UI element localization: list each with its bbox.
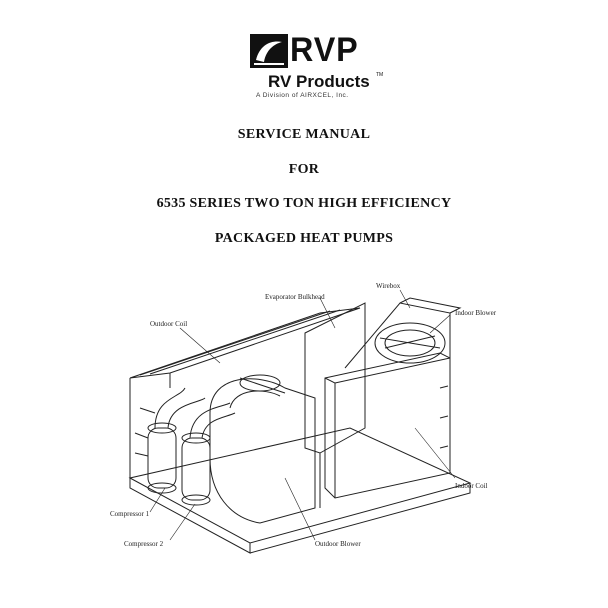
division-line: A Division of AIRXCEL, Inc.	[256, 92, 349, 99]
company-logo: RVP RV Products TM A Division of AIRXCEL…	[250, 30, 390, 108]
label-wirebox: Wirebox	[376, 282, 401, 290]
compressor-2-drawing	[181, 432, 211, 506]
indoor-section	[324, 352, 451, 499]
label-outdoor-coil: Outdoor Coil	[150, 320, 187, 328]
label-compressor-1: Compressor 1	[110, 510, 150, 518]
outdoor-blower-drawing	[209, 378, 316, 524]
title-line-2: FOR	[288, 162, 320, 177]
title-line-1: SERVICE MANUAL	[237, 127, 371, 142]
evaporator-bulkhead	[304, 302, 366, 454]
label-indoor-coil: Indoor Coil	[455, 482, 488, 490]
logo-mark-icon	[250, 34, 288, 68]
label-evaporator-bulkhead: Evaporator Bulkhead	[265, 293, 325, 301]
brand-name: RV Products	[268, 72, 370, 91]
title-line-3: 6535 SERIES TWO TON HIGH EFFICIENCY	[156, 196, 452, 211]
compressor-1-drawing	[147, 422, 177, 494]
outdoor-coil-frame	[129, 307, 361, 379]
label-outdoor-blower: Outdoor Blower	[315, 540, 361, 548]
label-indoor-blower: Indoor Blower	[455, 309, 497, 317]
indoor-blower-drawing	[374, 322, 446, 364]
logo-wordmark: RVP	[290, 31, 359, 69]
trademark-symbol: TM	[376, 72, 384, 78]
title-line-4: PACKAGED HEAT PUMPS	[214, 231, 394, 246]
heat-pump-diagram: Wirebox Evaporator Bulkhead Indoor Blowe…	[110, 282, 497, 554]
label-compressor-2: Compressor 2	[124, 540, 164, 548]
base-tray	[128, 427, 472, 544]
